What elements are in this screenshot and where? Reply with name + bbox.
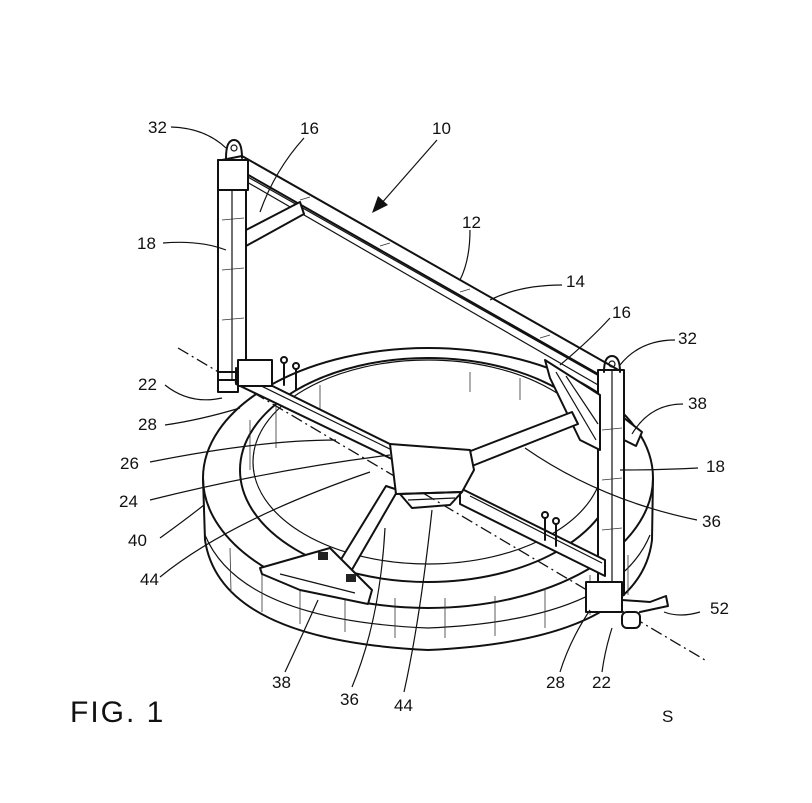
label-38a: 38 (688, 394, 707, 413)
label-38b: 38 (272, 673, 291, 692)
label-18b: 18 (706, 457, 725, 476)
label-44a: 44 (140, 570, 159, 589)
right-brace (544, 359, 601, 451)
label-52: 52 (710, 599, 729, 618)
left-end-block (217, 356, 300, 393)
leader-lines (149, 126, 701, 693)
left-brace (245, 201, 305, 247)
left-post (217, 139, 249, 381)
ring-base (202, 347, 654, 651)
arrow-head-icon (372, 196, 388, 213)
figure-caption: FIG. 1 (70, 696, 165, 729)
label-28a: 28 (138, 415, 157, 434)
label-32b: 32 (678, 329, 697, 348)
label-36a: 36 (702, 512, 721, 531)
label-16a: 16 (300, 119, 319, 138)
label-22a: 22 (138, 375, 157, 394)
cross-arms (235, 367, 606, 581)
label-32a: 32 (148, 118, 167, 137)
axis-label-s: S (662, 707, 673, 726)
label-14: 14 (566, 272, 585, 291)
reference-labels: 32 16 10 12 14 16 32 38 18 36 52 18 22 2… (70, 118, 729, 729)
right-post (597, 355, 625, 596)
label-28b: 28 (546, 673, 565, 692)
front-left-shoe (259, 547, 373, 605)
label-24: 24 (119, 492, 138, 511)
label-16b: 16 (612, 303, 631, 322)
label-40: 40 (128, 531, 147, 550)
label-22b: 22 (592, 673, 611, 692)
label-44b: 44 (394, 696, 413, 715)
label-12: 12 (462, 213, 481, 232)
label-10: 10 (432, 119, 451, 138)
label-36b: 36 (340, 690, 359, 709)
label-18a: 18 (137, 234, 156, 253)
right-end-block (541, 511, 669, 629)
label-26: 26 (120, 454, 139, 473)
